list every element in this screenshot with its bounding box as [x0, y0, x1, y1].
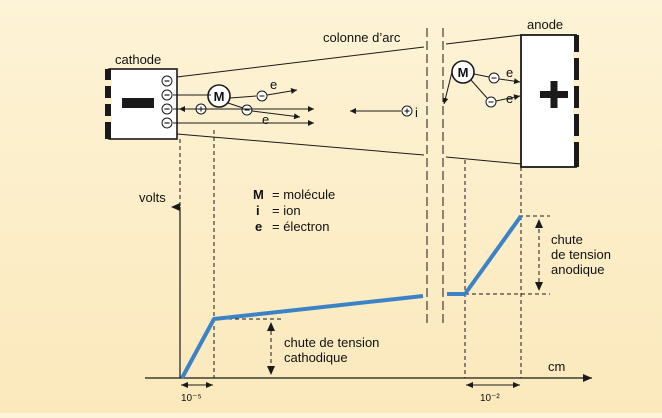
anode-drop-label-line1: chute	[551, 232, 583, 247]
cathode-drop-label-line2: cathodique	[284, 350, 348, 365]
svg-text:M: M	[214, 89, 225, 104]
legend: M = molécule i = ion e = électron	[253, 187, 335, 234]
y-axis-label: volts	[139, 190, 166, 205]
arc-column-label: colonne d’arc	[323, 30, 401, 45]
x-axis-label: cm	[548, 359, 565, 374]
legend-text-ion: = ion	[272, 203, 301, 218]
tick-2-label: 10⁻²	[480, 393, 500, 404]
anode-electrode	[520, 34, 580, 168]
arc-column-outline	[176, 34, 522, 165]
anode-electron-lower	[485, 96, 497, 108]
anode-ion-arrow	[442, 71, 453, 105]
anode-drop-label-line3: anodique	[551, 262, 605, 277]
voltage-curve-cathode-segment	[180, 294, 424, 379]
anode-label: anode	[527, 17, 563, 32]
electron-upper	[256, 90, 268, 102]
anode-electron-upper	[488, 72, 500, 84]
legend-key-molecule: M	[253, 187, 264, 202]
cathode-minus-sign	[122, 98, 154, 108]
cathode-drop-label-line1: chute de tension	[284, 335, 379, 350]
legend-text-molecule: = molécule	[272, 187, 335, 202]
cathode-label: cathode	[115, 52, 161, 67]
cathode-electrons	[161, 75, 173, 129]
voltage-curve-anode-segment	[447, 214, 523, 296]
legend-key-electron: e	[255, 219, 262, 234]
arc-ion-label: i	[415, 105, 418, 120]
electron-lower-label: e	[262, 112, 269, 127]
legend-key-ion: i	[256, 203, 260, 218]
legend-text-electron: = électron	[272, 219, 329, 234]
cathode-molecule: M	[207, 84, 231, 108]
anode-electron-upper-label: e	[506, 65, 513, 80]
arc-ion	[401, 105, 413, 117]
electron-upper-label: e	[270, 77, 277, 92]
electron-lower	[241, 104, 253, 116]
arc-break-lines	[426, 28, 444, 326]
svg-text:M: M	[458, 65, 469, 80]
tick-1-label: 10⁻⁵	[181, 393, 202, 404]
anode-drop-label-line2: de tension	[551, 247, 611, 262]
anode-molecule: M	[451, 60, 475, 84]
